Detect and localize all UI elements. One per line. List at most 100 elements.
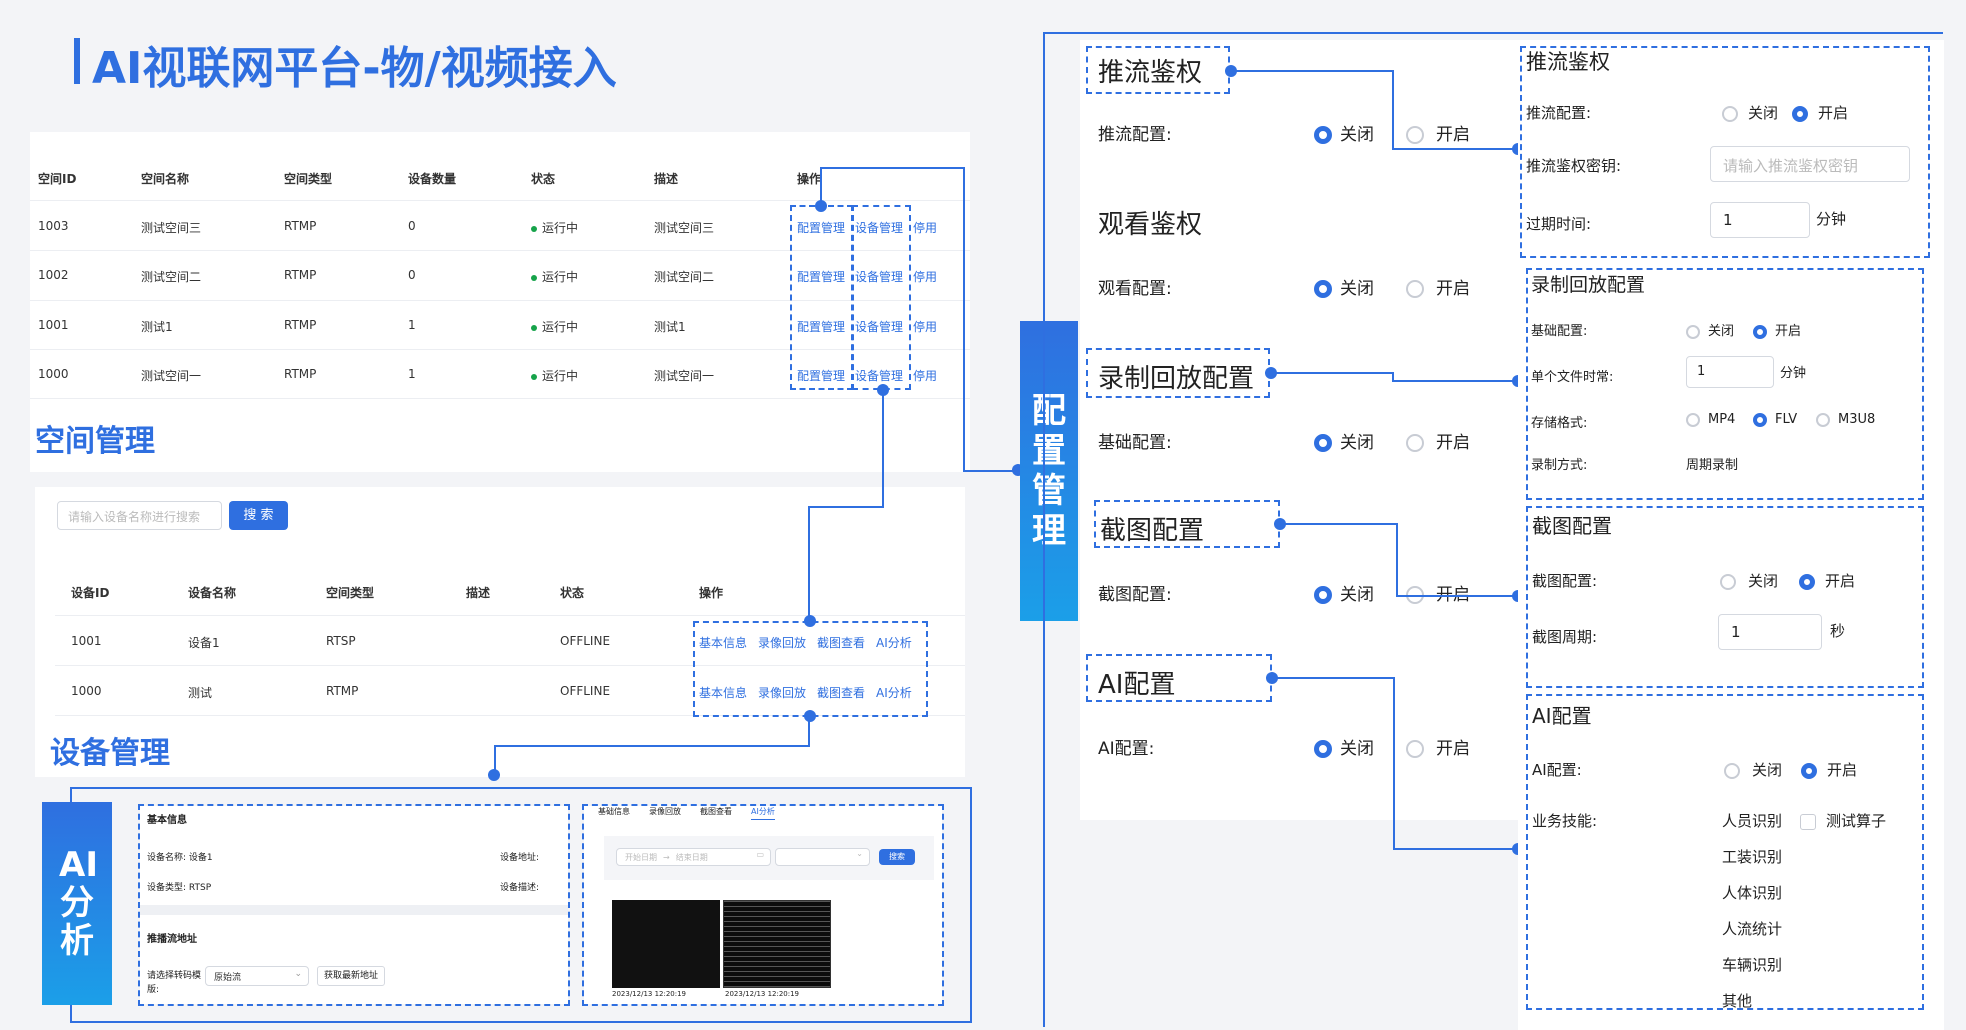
push-key-label: 推流鉴权密钥: <box>1526 157 1622 175</box>
push-off-radio[interactable]: 关闭 <box>1314 120 1374 145</box>
tab-playback[interactable]: 录像回放 <box>649 807 681 816</box>
format-flv-radio[interactable]: FLV <box>1753 412 1797 427</box>
radio-unselected-icon <box>1406 280 1424 298</box>
record-detail-on-radio[interactable]: 开启 <box>1753 320 1801 339</box>
push-on-radio[interactable]: 开启 <box>1406 120 1470 145</box>
device-search-button[interactable]: 搜 索 <box>229 501 288 530</box>
space-header-count: 设备数量 <box>408 172 457 186</box>
disable-link[interactable]: 停用 <box>913 270 938 284</box>
format-m3u8-radio[interactable]: M3U8 <box>1816 412 1875 427</box>
status-text: 运行中 <box>542 270 579 284</box>
device-search-input[interactable]: 请输入设备名称进行搜索 <box>57 501 222 530</box>
tab-snapshot[interactable]: 截图查看 <box>700 807 732 816</box>
skill-body[interactable]: 人体识别 <box>1722 884 1783 902</box>
radio-selected-icon <box>1314 126 1332 144</box>
device-manage-link[interactable]: 设备管理 <box>855 369 904 383</box>
ai-detail-off-radio[interactable]: 关闭 <box>1724 759 1782 780</box>
record-detail-off-radio[interactable]: 关闭 <box>1686 320 1734 339</box>
record-duration-value: 1 <box>1697 364 1706 379</box>
playback-link[interactable]: 录像回放 <box>758 636 807 650</box>
snapshot-period-input[interactable]: 1 <box>1718 614 1822 650</box>
config-manage-link[interactable]: 配置管理 <box>797 270 846 284</box>
ai-filter-select[interactable]: ⌄ <box>775 848 870 866</box>
push-detail-off-radio[interactable]: 关闭 <box>1722 102 1778 123</box>
video-thumbnail-2[interactable] <box>723 900 831 988</box>
radio-unselected-icon <box>1686 324 1700 339</box>
date-range-input[interactable]: 开始日期→结束日期▭ <box>616 848 771 866</box>
skill-flow[interactable]: 人流统计 <box>1722 920 1783 938</box>
connector-line <box>1393 848 1517 850</box>
snapshot-link[interactable]: 截图查看 <box>817 636 866 650</box>
connector-line <box>1392 148 1517 150</box>
ai-detail-title: AI配置 <box>1532 704 1592 728</box>
cell-name: 设备1 <box>188 636 220 650</box>
video-thumbnail-1[interactable] <box>612 900 720 988</box>
config-manage-link[interactable]: 配置管理 <box>797 221 846 235</box>
device-search-placeholder: 请输入设备名称进行搜索 <box>68 510 201 524</box>
device-manage-link[interactable]: 设备管理 <box>855 320 904 334</box>
record-on-radio[interactable]: 开启 <box>1406 428 1470 453</box>
snapshot-link[interactable]: 截图查看 <box>817 686 866 700</box>
ai-off-radio[interactable]: 关闭 <box>1314 734 1374 759</box>
config-manage-link[interactable]: 配置管理 <box>797 320 846 334</box>
format-mp4-radio[interactable]: MP4 <box>1686 412 1735 427</box>
snapshot-detail-off-radio[interactable]: 关闭 <box>1720 570 1778 591</box>
push-key-input[interactable]: 请输入推流鉴权密钥 <box>1710 146 1910 182</box>
ai-analysis-link[interactable]: AI分析 <box>876 686 912 700</box>
tab-basic-info[interactable]: 基础信息 <box>598 807 630 816</box>
cell-status: 运行中 <box>531 219 578 236</box>
device-manage-link[interactable]: 设备管理 <box>855 270 904 284</box>
status-dot <box>531 274 537 281</box>
skill-person[interactable]: 人员识别 <box>1722 812 1783 830</box>
radio-unselected-icon <box>1720 573 1736 590</box>
push-detail-on-radio[interactable]: 开启 <box>1792 102 1848 123</box>
radio-unselected-icon <box>1406 740 1424 758</box>
cell-count: 1 <box>408 318 416 332</box>
disable-link[interactable]: 停用 <box>913 320 938 334</box>
ai-search-button[interactable]: 搜索 <box>879 849 915 865</box>
config-frame <box>1043 32 1943 1027</box>
snapshot-period-unit: 秒 <box>1830 622 1846 640</box>
disable-link[interactable]: 停用 <box>913 369 938 383</box>
connector-line <box>1392 372 1394 382</box>
push-config-label: 推流配置: <box>1098 125 1172 145</box>
chevron-down-icon: ⌄ <box>856 849 863 858</box>
device-manage-link[interactable]: 设备管理 <box>855 221 904 235</box>
radio-label: FLV <box>1775 412 1798 427</box>
watch-off-radio[interactable]: 关闭 <box>1314 274 1374 299</box>
space-header-id: 空间ID <box>38 172 77 186</box>
record-duration-input[interactable]: 1 <box>1686 356 1774 388</box>
watch-on-radio[interactable]: 开启 <box>1406 274 1470 299</box>
record-off-radio[interactable]: 关闭 <box>1314 428 1374 453</box>
snapshot-detail-on-radio[interactable]: 开启 <box>1799 570 1855 591</box>
skill-other[interactable]: 其他 <box>1722 992 1753 1010</box>
ai-analysis-link[interactable]: AI分析 <box>876 636 912 650</box>
radio-selected-icon <box>1314 434 1332 452</box>
ai-on-radio[interactable]: 开启 <box>1406 734 1470 759</box>
cell-desc: 测试空间三 <box>654 221 715 235</box>
radio-label: M3U8 <box>1838 412 1876 427</box>
cell-type: RTMP <box>326 684 359 698</box>
basic-info-link[interactable]: 基本信息 <box>699 636 748 650</box>
push-expire-input[interactable]: 1 <box>1710 202 1810 238</box>
playback-link[interactable]: 录像回放 <box>758 686 807 700</box>
disable-link[interactable]: 停用 <box>913 221 938 235</box>
skill-vehicle[interactable]: 车辆识别 <box>1722 956 1783 974</box>
snapshot-on-radio[interactable]: 开启 <box>1406 580 1470 605</box>
device-header-id: 设备ID <box>71 586 110 600</box>
ai-detail-on-radio[interactable]: 开启 <box>1801 759 1857 780</box>
cell-status: OFFLINE <box>560 634 611 648</box>
snapshot-off-radio[interactable]: 关闭 <box>1314 580 1374 605</box>
radio-unselected-icon <box>1406 126 1424 144</box>
ai-refresh-address-button[interactable]: 获取最新地址 <box>317 966 385 986</box>
cell-desc: 测试1 <box>654 320 686 334</box>
tab-ai-analysis[interactable]: AI分析 <box>751 806 775 820</box>
basic-info-link[interactable]: 基本信息 <box>699 686 748 700</box>
ai-transcode-select[interactable]: 原始流⌄ <box>205 966 309 986</box>
skill-test-operator-checkbox[interactable]: 测试算子 <box>1800 810 1886 831</box>
connector-line <box>882 390 884 508</box>
skill-uniform[interactable]: 工装识别 <box>1722 848 1783 866</box>
radio-label: 关闭 <box>1708 324 1735 339</box>
config-manage-link[interactable]: 配置管理 <box>797 369 846 383</box>
record-basic-label: 基础配置: <box>1531 324 1588 339</box>
